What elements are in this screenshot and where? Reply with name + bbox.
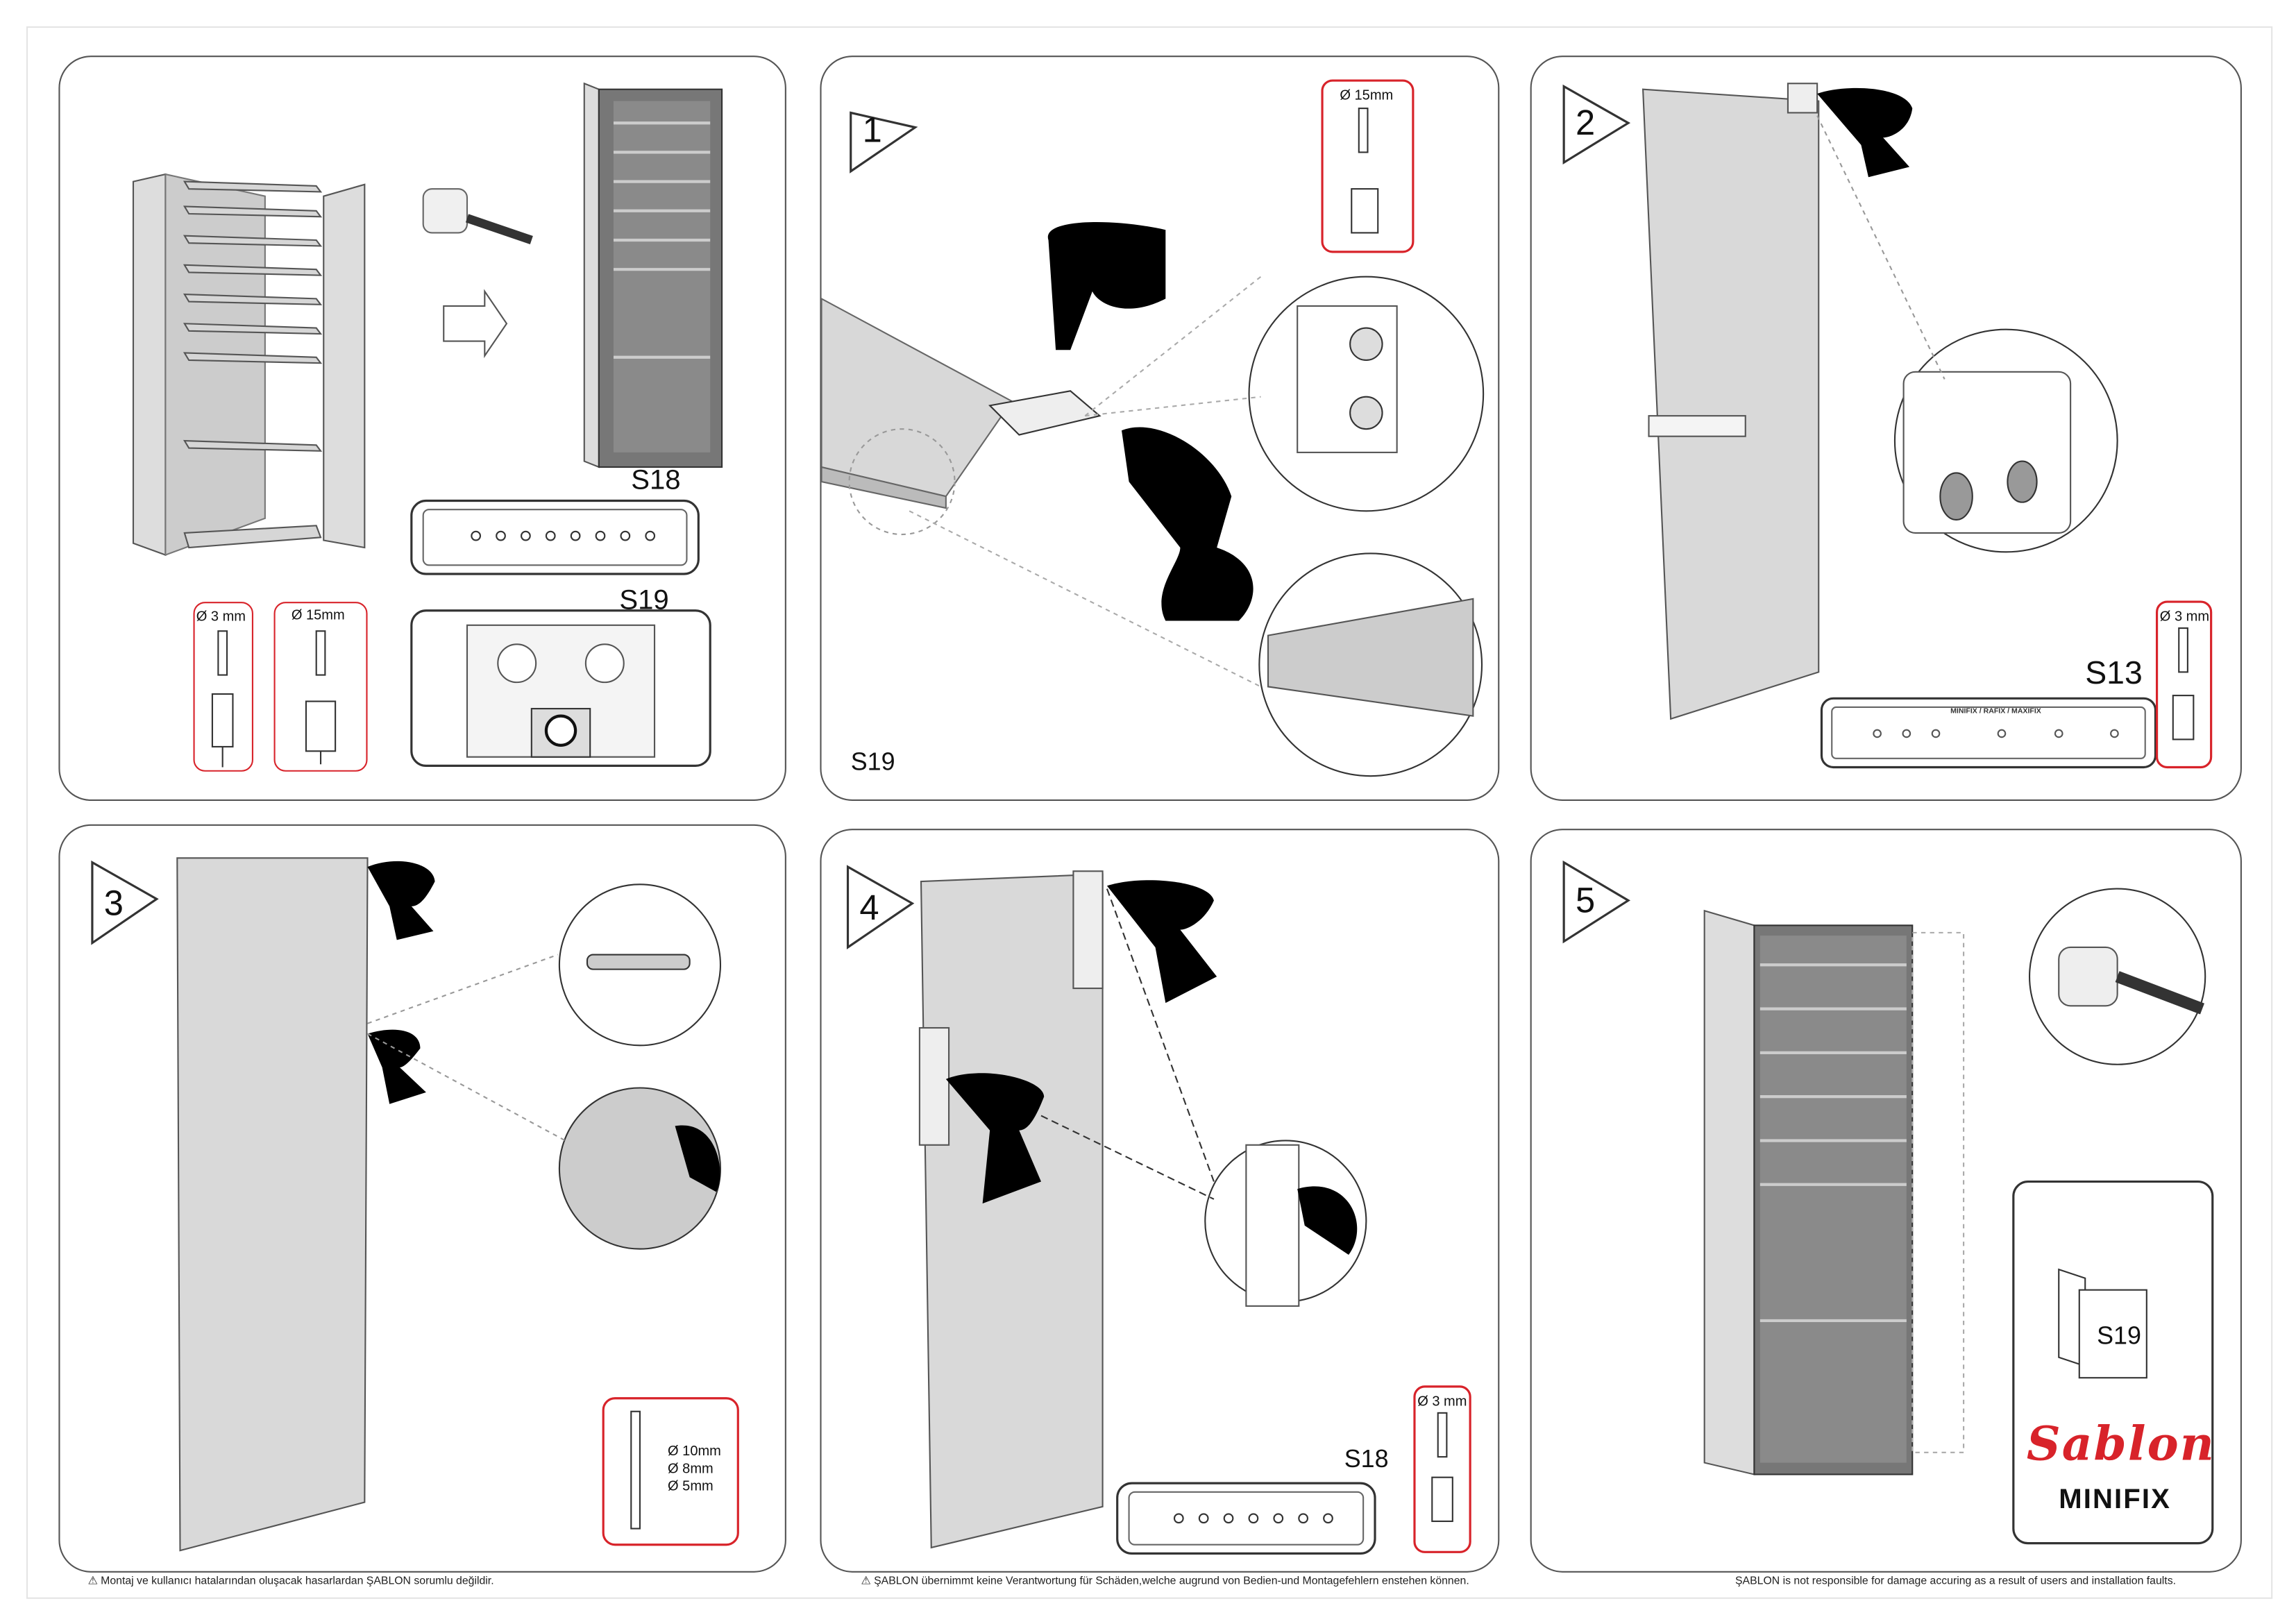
footer-disclaimer-de: ⚠ ŞABLON übernimmt keine Verantwortung f…: [861, 1573, 1469, 1587]
s18-template: [1116, 1482, 1376, 1555]
step-number: 2: [1576, 103, 1596, 144]
step-arrow: [1562, 84, 1631, 165]
step-3-drawing: [91, 857, 739, 1552]
drill-icon: [1047, 221, 1166, 350]
step-number: 1: [862, 111, 882, 151]
step-5-drawing: [1562, 860, 2214, 1545]
drill-bit-3mm: [193, 602, 253, 772]
drill-bit-15mm: [1321, 79, 1415, 253]
step-2-drawing: [1562, 83, 2213, 769]
exploded-cabinet-drawing: [132, 82, 723, 768]
panel-step-3: 3 Ø 10mm Ø 8mm Ø 5mm: [58, 824, 786, 1573]
bit-size-label: Ø 3 mm: [196, 609, 246, 625]
bit-size-label: Ø 10mm: [668, 1444, 721, 1460]
drill-icon: [945, 1073, 1045, 1204]
drill-icon: [1817, 87, 1913, 178]
footer-text: ŞABLON übernimmt keine Verantwortung für…: [874, 1573, 1469, 1587]
s19-label: S19: [619, 585, 669, 617]
template-label: S19: [850, 748, 895, 777]
drill-icon: [1122, 427, 1253, 621]
panel-overview: S18 S19 Ø 3 mm Ø 15mm: [58, 56, 786, 802]
drill-icon: [1106, 880, 1217, 1004]
step-number: 5: [1576, 881, 1596, 922]
s18-label: S18: [631, 465, 681, 497]
step-4-drawing: [846, 865, 1471, 1555]
footer-disclaimer-en: ŞABLON is not responsible for damage acc…: [1735, 1574, 2176, 1587]
bit-size-label: Ø 3 mm: [2159, 609, 2210, 625]
minifix-logo: MINIFIX: [2059, 1485, 2171, 1516]
footer-text: Montaj ve kullanıcı hatalarından oluşaca…: [101, 1573, 494, 1587]
step-arrow: [1562, 860, 1631, 944]
template-text: MINIFIX / RAFIX / MAXIFIX: [1950, 707, 2041, 716]
step-number: 3: [103, 884, 124, 924]
bit-size-label: Ø 5mm: [668, 1478, 714, 1496]
panel-step-2: 2 S13 Ø 3 mm MINIFIX / RAFIX / MAXIFIX: [1530, 56, 2242, 802]
panel-step-1: 1 Ø 15mm S19: [820, 56, 1500, 802]
step-1-drawing: [821, 79, 1485, 777]
bit-size-label: Ø 15mm: [291, 607, 345, 624]
panel-step-5: 5 S19 Sablon MINIFIX: [1530, 829, 2242, 1573]
bit-size-label: Ø 3 mm: [1417, 1394, 1467, 1410]
drill-bit-15mm: [273, 602, 368, 772]
footer-disclaimer-tr: ⚠ Montaj ve kullanıcı hatalarından oluşa…: [87, 1573, 494, 1587]
s13-template: [1820, 697, 2157, 769]
arrow-icon: [443, 289, 508, 359]
sablon-logo: Sablon: [2026, 1416, 2215, 1472]
footer-text: ŞABLON is not responsible for damage acc…: [1734, 1573, 2177, 1587]
drill-bit-3mm: [1413, 1385, 1471, 1553]
drill-bit-3mm: [2156, 600, 2213, 769]
step-arrow: [91, 860, 159, 945]
step-number: 4: [859, 888, 879, 929]
step-arrow: [846, 865, 915, 949]
drill-icon: [367, 861, 435, 940]
drill-icon: [367, 1029, 426, 1104]
cam-fitting-icon: [422, 188, 469, 234]
bit-size-label: Ø 8mm: [668, 1461, 714, 1478]
step-arrow: [850, 111, 918, 174]
panel-step-4: 4 S18 Ø 3 mm: [820, 829, 1500, 1573]
bit-size-label: Ø 15mm: [1340, 87, 1394, 104]
page-border: [26, 26, 2273, 1599]
template-label: S13: [2085, 654, 2143, 691]
template-label: S18: [1344, 1445, 1389, 1473]
booklet-label: S19: [2097, 1322, 2141, 1351]
